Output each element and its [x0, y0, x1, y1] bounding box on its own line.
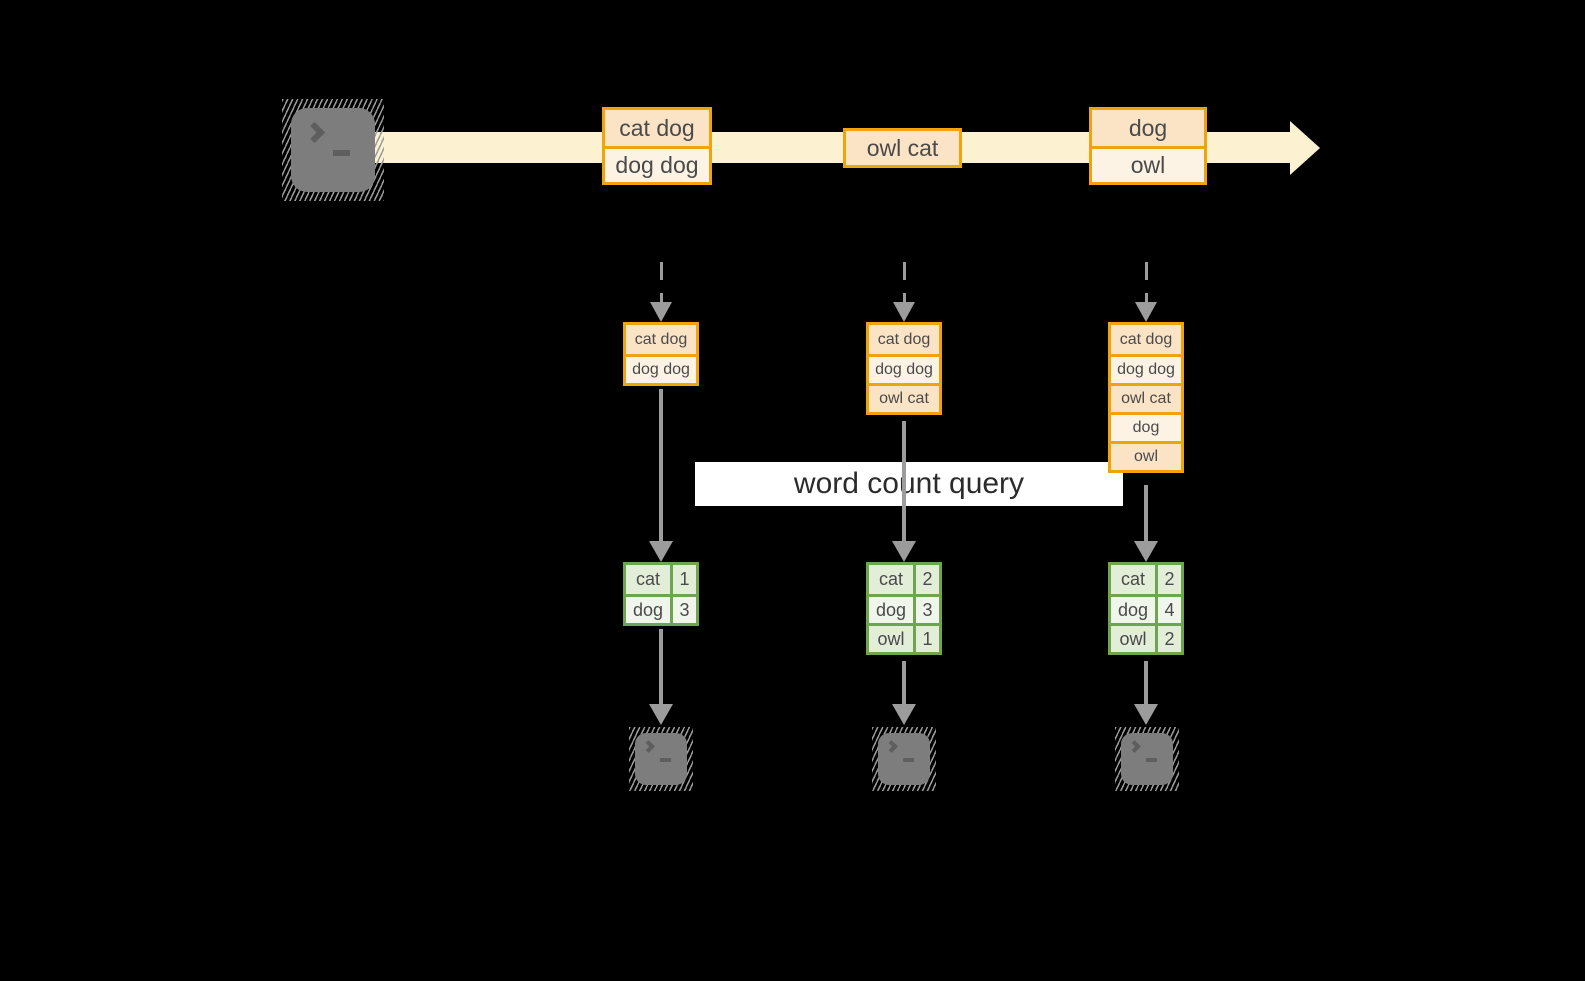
- count-value: 3: [670, 597, 696, 623]
- record-buffer-1: cat dog dog dog: [623, 322, 699, 386]
- count-row: owl 2: [1111, 623, 1181, 652]
- output-arrow-line: [902, 661, 906, 704]
- count-word: dog: [1117, 599, 1149, 620]
- stream-record: dog: [1092, 110, 1204, 146]
- terminal-screen: [635, 733, 687, 785]
- count-value: 4: [1155, 597, 1181, 623]
- stream-record: owl: [1092, 146, 1204, 182]
- count-value: 1: [670, 565, 696, 594]
- count-row: dog 4: [1111, 594, 1181, 623]
- count-table-2: cat 2 dog 3 owl 1: [866, 562, 942, 655]
- terminal-prompt-icon: [303, 121, 326, 144]
- count-word: owl: [1119, 628, 1147, 649]
- terminal-cursor-icon: [1146, 758, 1157, 762]
- buffer-record: dog: [1111, 412, 1181, 441]
- ingest-arrow-line: [1145, 262, 1148, 302]
- output-arrow-head-icon: [892, 704, 916, 725]
- stream-arrow-head-icon: [1290, 121, 1320, 175]
- count-row: cat 2: [869, 565, 939, 594]
- count-word: cat: [1120, 569, 1145, 589]
- query-arrow-line: [659, 389, 663, 541]
- query-arrow-head-icon: [649, 541, 673, 562]
- stream-record: cat dog: [605, 110, 709, 146]
- output-arrow-line: [659, 629, 663, 704]
- count-value: 1: [913, 626, 939, 652]
- terminal-cursor-icon: [333, 150, 350, 156]
- record-buffer-2: cat dog dog dog owl cat: [866, 322, 942, 415]
- buffer-record: dog dog: [869, 354, 939, 383]
- query-arrow-head-icon: [892, 541, 916, 562]
- count-word: dog: [875, 599, 907, 620]
- terminal-screen: [291, 108, 375, 192]
- terminal-cursor-icon: [903, 758, 914, 762]
- count-value: 2: [1155, 565, 1181, 594]
- count-word: cat: [635, 569, 660, 589]
- terminal-screen: [1121, 733, 1173, 785]
- count-table-1: cat 1 dog 3: [623, 562, 699, 626]
- buffer-record: cat dog: [626, 325, 696, 354]
- count-row: owl 1: [869, 623, 939, 652]
- timeline-records-batch-1: cat dog dog dog: [602, 107, 712, 185]
- count-row: dog 3: [869, 594, 939, 623]
- stream-record: owl cat: [846, 131, 959, 165]
- sink-terminal-icon-1: [629, 727, 693, 791]
- count-table-3: cat 2 dog 4 owl 2: [1108, 562, 1184, 655]
- ingest-arrow-head-icon: [650, 302, 672, 322]
- buffer-record: cat dog: [1111, 325, 1181, 354]
- count-value: 2: [913, 565, 939, 594]
- count-value: 2: [1155, 626, 1181, 652]
- timeline-records-batch-3: dog owl: [1089, 107, 1207, 185]
- buffer-record: dog dog: [1111, 354, 1181, 383]
- query-arrow-line: [1144, 485, 1148, 541]
- query-label: word count query: [695, 462, 1123, 506]
- terminal-prompt-icon: [642, 740, 655, 753]
- count-value: 3: [913, 597, 939, 623]
- ingest-arrow-line: [660, 262, 663, 302]
- ingest-arrow-head-icon: [893, 302, 915, 322]
- source-terminal-icon: [282, 99, 384, 201]
- stream-record: dog dog: [605, 146, 709, 182]
- count-row: cat 2: [1111, 565, 1181, 594]
- record-buffer-3: cat dog dog dog owl cat dog owl: [1108, 322, 1184, 473]
- buffer-record: owl: [1111, 441, 1181, 470]
- terminal-screen: [878, 733, 930, 785]
- count-word: dog: [632, 599, 664, 620]
- count-row: cat 1: [626, 565, 696, 594]
- buffer-record: owl cat: [1111, 383, 1181, 412]
- buffer-record: cat dog: [869, 325, 939, 354]
- query-arrow-head-icon: [1134, 541, 1158, 562]
- query-arrow-line: [902, 421, 906, 541]
- buffer-record: dog dog: [626, 354, 696, 383]
- ingest-arrow-head-icon: [1135, 302, 1157, 322]
- count-word: owl: [877, 628, 905, 649]
- output-arrow-head-icon: [1134, 704, 1158, 725]
- sink-terminal-icon-3: [1115, 727, 1179, 791]
- sink-terminal-icon-2: [872, 727, 936, 791]
- count-word: cat: [878, 569, 903, 589]
- terminal-prompt-icon: [1128, 740, 1141, 753]
- terminal-cursor-icon: [660, 758, 671, 762]
- count-row: dog 3: [626, 594, 696, 623]
- output-arrow-head-icon: [649, 704, 673, 725]
- terminal-prompt-icon: [885, 740, 898, 753]
- ingest-arrow-line: [903, 262, 906, 302]
- output-arrow-line: [1144, 661, 1148, 704]
- buffer-record: owl cat: [869, 383, 939, 412]
- timeline-records-batch-2: owl cat: [843, 128, 962, 168]
